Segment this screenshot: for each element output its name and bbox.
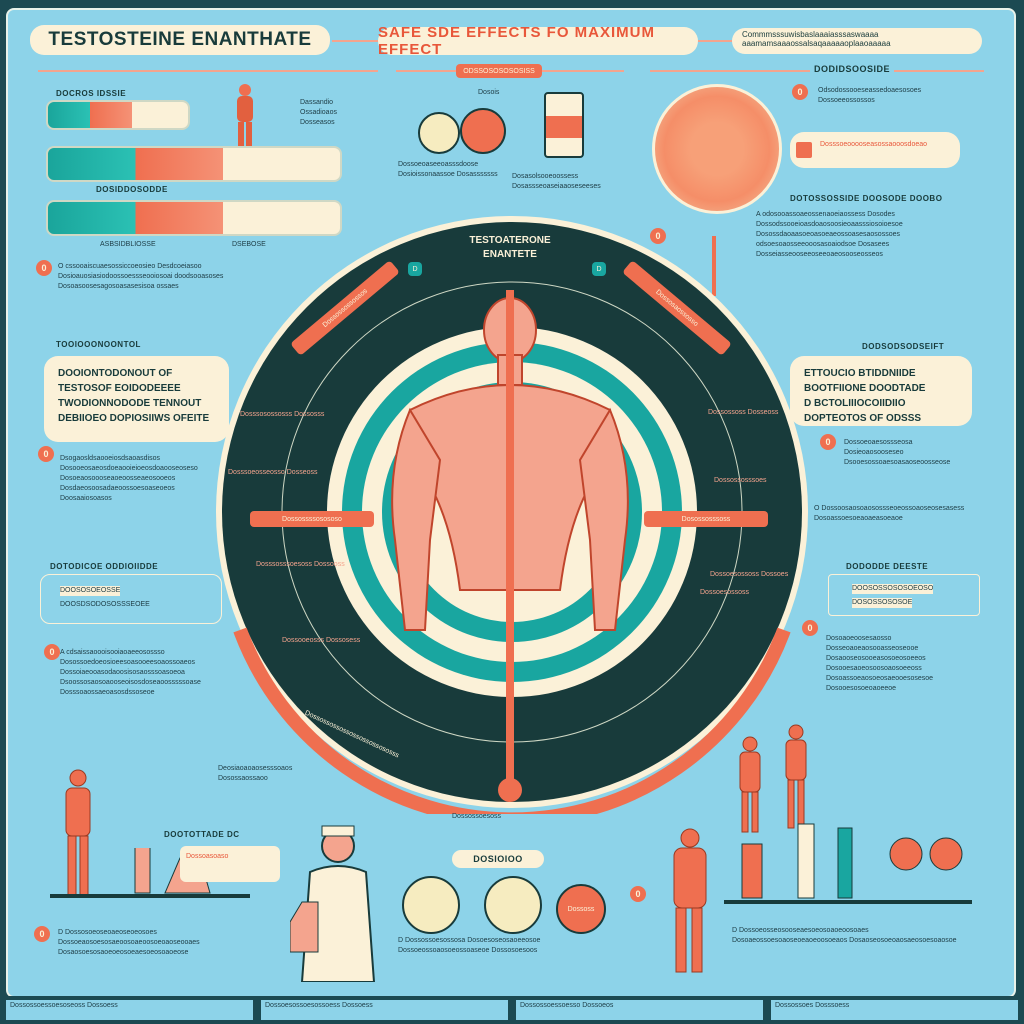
callout-text: TWODIONNODODE TENNOUT DEBIIOEO DOPIOSIIW… bbox=[58, 398, 210, 424]
callout-text: ETTOUCIO BTIDDNIIDE BOOTFIIONE DOODTADE bbox=[804, 368, 926, 394]
section-label: TOOIOOONOONTOL bbox=[56, 340, 141, 349]
chip: D bbox=[592, 262, 606, 276]
info-box bbox=[40, 574, 222, 624]
section-label: DODSODSODSEIFT bbox=[862, 342, 945, 351]
bar-label-left: Dossossssosososo bbox=[250, 511, 374, 527]
info-line: DOSOSSOSOSOE bbox=[852, 598, 913, 608]
footer-text: Dossoesossoesossoess Dossoess bbox=[261, 1000, 508, 1020]
scientist-figure bbox=[290, 825, 376, 982]
paragraph: Dossoeoaesossseosa Dosieoaosooseseo Dsoo… bbox=[844, 439, 951, 466]
paragraph: D Dossosoeoseoaeoseoeosoes Dossoeaosoeso… bbox=[58, 929, 200, 956]
human-figure-icon bbox=[237, 84, 253, 146]
paragraph: Odsodossooeseassedoaesosoes Dossoeeossos… bbox=[818, 87, 922, 104]
bar-label-right: Dosossosssoss bbox=[644, 511, 768, 527]
step-number: 0 bbox=[792, 84, 808, 100]
syringe-label: DOSIDDOSODDE bbox=[96, 185, 168, 194]
paragraph: Dsogaosldsaooeiosdsaoasdisos Dosooeosaeo… bbox=[60, 455, 198, 502]
side-text: Dassandio Ossadioaos Dosseasos bbox=[300, 99, 337, 126]
step-number: 0 bbox=[38, 446, 54, 462]
syringe-icon bbox=[46, 100, 190, 130]
note: Dossoesossoss Dossoes bbox=[710, 571, 789, 578]
step-number: 0 bbox=[650, 228, 666, 244]
footer: Dossossoessoesoseoss Dossoess Dossoesoss… bbox=[0, 996, 1024, 1024]
page-subtitle: SAFE SDE EFFECTS FO MAXIMUM EFFECT bbox=[378, 24, 698, 58]
page-title: TESTOSTEINE ENANTHATE bbox=[30, 25, 330, 55]
step-number: 0 bbox=[44, 644, 60, 660]
pill-icon bbox=[460, 108, 506, 154]
pill-label: Dosois bbox=[478, 89, 500, 96]
note: Dossossosssoes bbox=[714, 477, 767, 484]
chip: D bbox=[408, 262, 422, 276]
section-label: DOSIOIOO bbox=[452, 850, 544, 868]
syringe-icon bbox=[46, 200, 342, 236]
square-bullet-icon bbox=[796, 142, 812, 158]
footer-text: Dossossoes Dosssoess bbox=[771, 1000, 1018, 1020]
center-title-line: TESTOATERONE bbox=[469, 235, 551, 246]
caption: Dosasolsooeoossess Dosassseoaseiaaosesee… bbox=[512, 173, 601, 190]
syringe-icon bbox=[46, 146, 342, 182]
paragraph: D Dossossoesossosa Dosoesoseosaoeeosoe D… bbox=[398, 937, 541, 954]
pill-icon bbox=[484, 876, 542, 934]
callout-text: DOOIONTODONOUT OF TESTOSOF EOIDODEEEE bbox=[58, 368, 181, 394]
connector bbox=[332, 40, 378, 42]
syringe-caption: ASBSIDBLIOSSE bbox=[100, 241, 156, 248]
muscular-figure bbox=[391, 297, 629, 631]
center-diagram bbox=[216, 216, 808, 814]
step-number: 0 bbox=[36, 260, 52, 276]
caption: Dossoeoaseeoasssdoose Dosioissonaassoe D… bbox=[398, 161, 498, 178]
connector bbox=[698, 40, 732, 42]
highlight-box: Dosssoeooooseasossaooosdoeao bbox=[790, 132, 960, 168]
center-title-line: ENANTETE bbox=[483, 249, 537, 260]
arrow-up-icon bbox=[712, 236, 716, 296]
center-title: TESTOATERONE ENANTETE bbox=[440, 234, 580, 262]
divider bbox=[38, 70, 378, 72]
section-label: DODIDSOOSIDE bbox=[810, 64, 895, 74]
step-number: 0 bbox=[630, 886, 646, 902]
section-badge: ODSSOSOSOSOSISS bbox=[456, 64, 542, 78]
note: Dossoesossoss bbox=[700, 589, 750, 596]
paragraph: O Dossoosaosoaosossseoeossoaoseosesasess… bbox=[814, 505, 965, 522]
footer-text: Dossossoessoesso Dossoeos bbox=[516, 1000, 763, 1020]
callout-box: ETTOUCIO BTIDDNIIDE BOOTFIIONE DOODTADE D… bbox=[790, 356, 972, 426]
note: Dosssosssoesoss Dossooss bbox=[256, 561, 345, 568]
paragraph: D Dossoeosseosooseaesoeosoaoeoosoaes Dos… bbox=[732, 927, 957, 944]
paragraph: A odosooassoaeossenaoeiaossess Dosodes D… bbox=[756, 211, 903, 258]
pill-icon bbox=[418, 112, 460, 154]
paragraph: A cdsaissaoooisooiaoaeeosossso Dosossoed… bbox=[60, 649, 201, 696]
paragraph: O cssooaiscuaesossiccoeosieo Desdcoeiaso… bbox=[58, 263, 224, 290]
highlight-text: Dosssoeooooseasossaooosdoeao bbox=[820, 141, 928, 148]
bottom-label: Dossossoesoss bbox=[452, 813, 502, 820]
thermometer-icon bbox=[506, 290, 514, 790]
note: Dosssoeosseosso Dosseoss bbox=[228, 469, 318, 476]
lab-athletes-scene bbox=[673, 724, 972, 973]
paragraph: Dosoaoeoosesaosso Dosseoaoeaosooasseoseo… bbox=[826, 635, 934, 692]
info-line: DOOSOSOEOSSE bbox=[60, 586, 121, 596]
header-note: Commmsssuwisbaslaaaiasssaswaaaa aaamamsa… bbox=[732, 28, 982, 54]
step-number: 0 bbox=[802, 620, 818, 636]
section-label: DOTODICOE ODDIOIIDDE bbox=[50, 562, 159, 571]
info-box: Dossoasoaso bbox=[180, 846, 280, 882]
step-number: 0 bbox=[820, 434, 836, 450]
section-heading: DOTOSSOSSIDE DOOSODE DOOBO bbox=[790, 194, 943, 203]
microscope-view bbox=[652, 84, 782, 214]
syringe-caption: DSEBOSE bbox=[232, 241, 266, 248]
callout-text: D BCTOLIIIOCOIIDIIO DOPTEOTOS OF ODSSS bbox=[804, 398, 922, 424]
note: Dosssosossosss Dossosss bbox=[240, 411, 325, 418]
section-label: DODODDE DEESTE bbox=[846, 562, 929, 571]
section-label: DOOTOTTADE DC bbox=[164, 830, 240, 839]
callout-box: DOOIONTODONOUT OF TESTOSOF EOIDODEEEE TWO… bbox=[44, 356, 229, 442]
caption: Deosiaoaoaosesssoaos Dosossaossaoo bbox=[218, 765, 293, 782]
footer-text: Dossossoessoesoseoss Dossoess bbox=[6, 1000, 253, 1020]
pill-icon bbox=[402, 876, 460, 934]
dosage-label: DOCROS IDSSIE bbox=[56, 89, 127, 98]
pill-icon: Dossoss bbox=[556, 884, 606, 934]
vial-icon bbox=[544, 92, 584, 158]
info-line: DOOSOSSOSOSOEOSO bbox=[852, 584, 934, 594]
step-number: 0 bbox=[34, 926, 50, 942]
info-box bbox=[828, 574, 980, 616]
info-line: DOOSDSODOSOSSSEOEE bbox=[60, 601, 150, 608]
note: Dossossoss Dosseoss bbox=[708, 409, 779, 416]
note: Dossooeosss Dossosess bbox=[282, 637, 361, 644]
